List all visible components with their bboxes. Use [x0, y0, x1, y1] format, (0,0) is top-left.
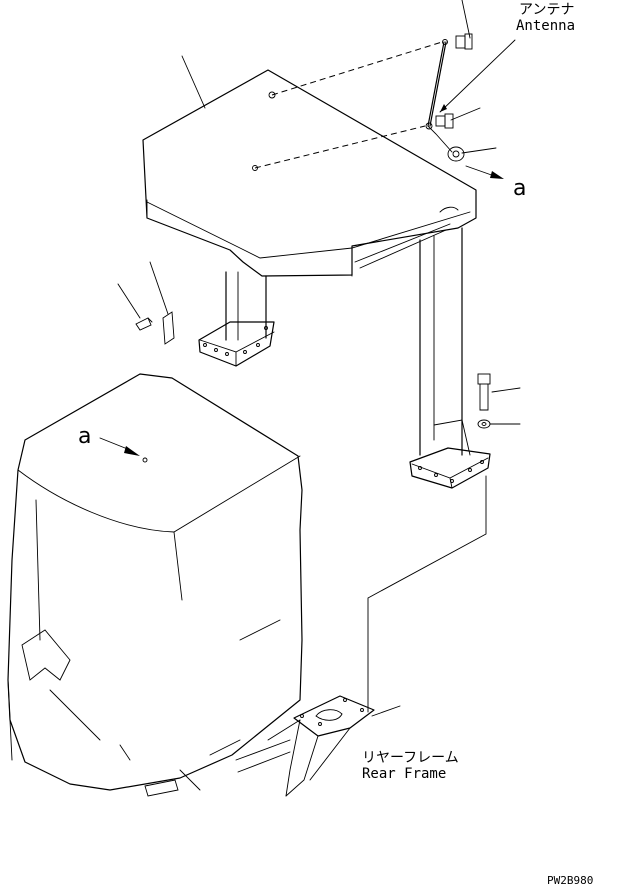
- canopy-roof: [142, 69, 477, 277]
- antenna-label-jp: アンテナ: [519, 2, 574, 18]
- leader-top-bolt: [461, 0, 471, 39]
- antenna-assembly: [425, 39, 453, 153]
- view-ref-top: a: [513, 176, 526, 201]
- left-post: [198, 271, 275, 367]
- leader-decal: [149, 261, 169, 315]
- antenna-bolt-top: [455, 33, 473, 50]
- view-ref-body: a: [78, 424, 91, 449]
- antenna-nut: [447, 146, 465, 162]
- leader-nut: [461, 147, 497, 154]
- view-arrow-body-head: [124, 446, 140, 456]
- leader-mid-bolt: [450, 107, 481, 121]
- leader-bolt: [491, 387, 521, 393]
- leader-antenna: [439, 39, 516, 113]
- leader-rear-frame: [371, 705, 401, 717]
- right-post: [409, 227, 491, 489]
- antenna-bolt-middle: [435, 113, 454, 129]
- leader-roof: [181, 55, 206, 109]
- main-body: [7, 373, 303, 797]
- drawing-code: PW2B980: [547, 874, 593, 887]
- leader-rivet: [117, 283, 141, 319]
- mounting-reference-line: [367, 475, 487, 713]
- hidden-line-rear: [254, 125, 426, 169]
- rear-frame-bracket: [235, 695, 375, 797]
- decal-plate: [135, 311, 175, 345]
- mounting-washer: [477, 419, 491, 429]
- rear-frame-label-jp: リヤーフレーム: [362, 750, 459, 766]
- view-arrow-top-head: [490, 171, 504, 179]
- view-target-point: [142, 457, 148, 463]
- view-arrow-body-shaft: [99, 437, 131, 451]
- leader-antenna-arrow: [440, 104, 447, 112]
- mounting-bolt: [477, 373, 491, 411]
- antenna-label-en: Antenna: [516, 18, 575, 34]
- rear-frame-label-en: Rear Frame: [362, 766, 446, 782]
